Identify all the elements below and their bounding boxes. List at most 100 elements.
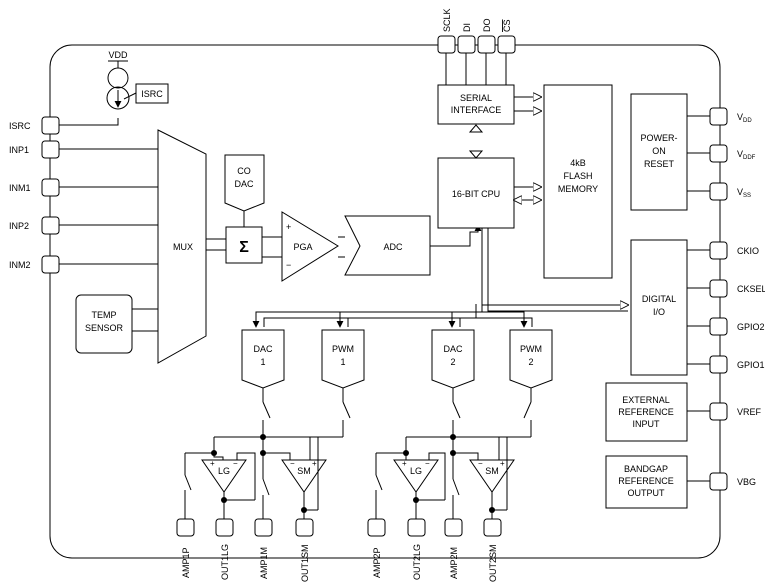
pin-sclk [437,35,456,54]
pin-inm1 [41,178,60,197]
sm2-minus: − [478,459,483,468]
serial-label-2: INTERFACE [451,105,502,115]
pin-inm2 [41,255,60,274]
isrc-block [135,83,169,104]
pwm-2: PWM 2 [509,329,553,389]
sigma-label: Σ [239,239,249,256]
co-dac: CO DAC [224,154,265,227]
pwm2-label-1: PWM [520,344,542,354]
adc-label: ADC [383,242,403,252]
summer: Σ [225,226,282,264]
pwm-1: PWM 1 [321,329,365,389]
pin-label-vddf: VDDF [737,149,756,161]
pin-label-out1lg: OUT1LG [220,544,230,580]
output-bus [252,304,533,328]
isrc-block-label: ISRC [141,89,163,99]
extref-label-2: REFERENCE [618,407,674,417]
pin-label-gpio2: GPIO2 [737,322,765,332]
dac-1: DAC 1 [241,329,285,389]
por-label-3: RESET [644,159,675,169]
cpu-label: 16-BIT CPU [452,189,500,199]
bandgap-label-1: BANDGAP [624,464,668,474]
pin-di [457,35,476,54]
adc: ADC [344,215,482,276]
top-pins: SCLK DI DO CS [437,8,516,85]
pwm1-label-2: 1 [340,357,345,367]
lg1-minus: − [233,459,238,468]
pin-label-do: DO [482,19,492,33]
pin-out2sm [483,518,502,537]
pin-label-amp1m: AMP1M [259,547,269,579]
dac2-label-1: DAC [443,344,463,354]
pin-vdd [709,107,728,126]
co-dac-label-2: DAC [234,179,254,189]
pin-label-inm1: INM1 [9,183,31,193]
pga: PGA + − [281,211,345,282]
pin-vbg [709,472,728,491]
sm1-plus: + [312,459,317,468]
dio-label-1: DIGITAL [642,294,676,304]
co-dac-label-1: CO [237,166,251,176]
pin-out1sm [295,518,314,537]
cpu: 16-BIT CPU [437,157,515,229]
serial-label-1: SERIAL [460,93,492,103]
flash-memory: 4kB FLASH MEMORY [543,84,613,279]
pin-inp2 [41,216,60,235]
bandgap-reference: BANDGAP REFERENCE OUTPUT [605,455,710,509]
channel-1-analog: LG + − SM − + [184,388,351,519]
pin-isrc [41,116,60,135]
sm1-label: SM [297,466,311,476]
pin-gpio1 [709,355,728,374]
pin-cs [497,35,516,54]
digital-io: DIGITAL I/O [630,239,710,376]
pin-amp2p [367,518,386,537]
bandgap-label-3: OUTPUT [628,488,666,498]
pga-plus: + [286,222,291,232]
pin-label-amp2p: AMP2P [372,547,382,578]
pin-vddf [709,144,728,163]
lg2-minus: − [425,459,430,468]
sm2-label: SM [485,466,499,476]
power-on-reset: POWER- ON RESET [630,93,710,211]
pin-label-di: DI [462,23,472,32]
lg1-label: LG [218,466,230,476]
pin-vss [709,182,728,201]
extref-label-3: INPUT [633,419,661,429]
pin-label-out2sm: OUT2SM [488,544,498,582]
pin-amp2m [444,518,463,537]
temp-sensor-label-1: TEMP [91,310,116,320]
pin-label-inp1: INP1 [9,145,29,155]
dac1-label-1: DAC [253,344,273,354]
flash-label-2: FLASH [563,171,592,181]
right-pins: VDD VDDF VSS CKIO CKSEL GPIO2 GPIO1 VREF… [709,107,765,491]
channel-2-analog: LG + − SM − + [375,388,532,519]
dac2-label-2: 2 [450,357,455,367]
pin-label-amp2m: AMP2M [449,547,459,579]
por-label-2: ON [652,146,666,156]
pin-label-vss: VSS [737,187,751,199]
pin-out1lg [215,518,234,537]
sm1-minus: − [290,459,295,468]
cpu-bus [481,228,628,312]
mux: MUX [157,129,207,364]
pga-minus: − [286,260,291,270]
sm2-plus: + [500,459,505,468]
pin-amp1p [176,518,195,537]
pin-label-vref: VREF [737,407,762,417]
pin-label-gpio1: GPIO1 [737,360,765,370]
current-source: VDD ISRC [106,50,169,110]
lg2-plus: + [402,459,407,468]
pin-gpio2 [709,317,728,336]
pin-label-out1sm: OUT1SM [300,544,310,582]
left-pins: ISRC INP1 INM1 INP2 INM2 [9,116,158,274]
pin-label-vbg: VBG [737,477,756,487]
dio-label-2: I/O [653,307,665,317]
extref-label-1: EXTERNAL [622,395,670,405]
bandgap-label-2: REFERENCE [618,476,674,486]
lg2-label: LG [410,466,422,476]
pwm2-label-2: 2 [528,357,533,367]
pin-label-sclk: SCLK [442,8,452,32]
bottom-pins: AMP1P OUT1LG AMP1M OUT1SM AMP2P OUT2LG A… [176,518,502,582]
flash-label-1: 4kB [570,158,586,168]
